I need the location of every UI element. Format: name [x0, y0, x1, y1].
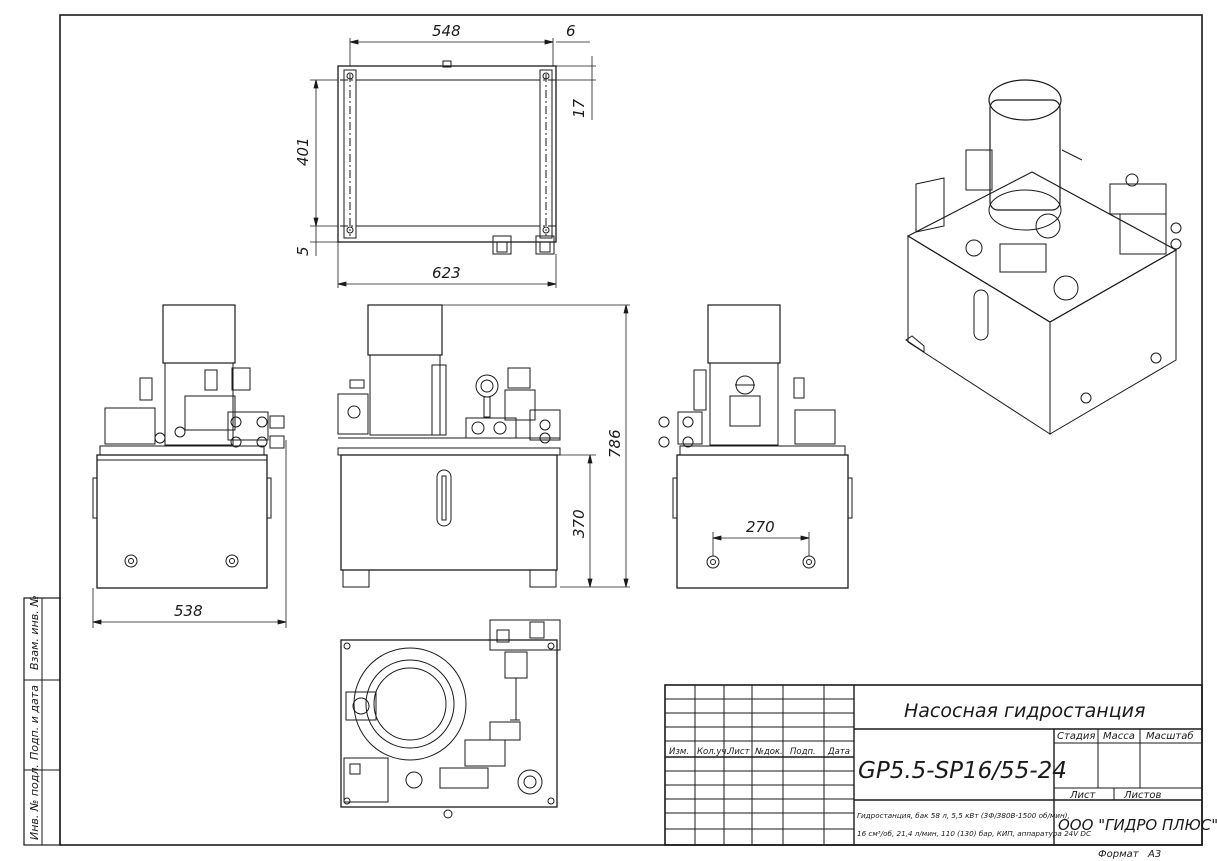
drawing-title: Насосная гидростанция: [904, 700, 1145, 722]
company-name: ООО "ГИДРО ПЛЮС": [1058, 816, 1217, 834]
dim-401: 401: [294, 137, 312, 166]
label-mass: Масса: [1103, 731, 1135, 742]
format-label-text: Формат: [1098, 849, 1140, 860]
title-block: Изм. Кол.уч. Лист №док. Подп. Дата Насос…: [664, 684, 1217, 846]
stamp-sign-date: Подп. и дата: [28, 685, 41, 760]
dim-6: 6: [566, 22, 576, 40]
description-line-2: 16 см³/об, 21,4 л/мин, 110 (130) бар, КИ…: [857, 829, 1091, 838]
drawing-frame: [59, 14, 1203, 846]
dim-5: 5: [294, 246, 312, 256]
rev-header-sign: Подп.: [790, 747, 816, 757]
dim-623: 623: [432, 264, 461, 282]
stamp-replace-inv: Взам. инв. №: [28, 595, 41, 670]
front-view-dimensions: 786 370: [442, 304, 630, 588]
stamp-inv-original: Инв. № подл.: [28, 764, 41, 840]
side-stamp-column: Взам. инв. № Подп. и дата Инв. № подл.: [23, 595, 61, 846]
right-side-view: [658, 304, 853, 589]
label-sheets: Листов: [1123, 790, 1161, 801]
format-label: Формат А3: [1098, 849, 1161, 860]
rev-header-date: Дата: [827, 747, 850, 757]
label-stage: Стадия: [1057, 731, 1095, 742]
dim-538: 538: [174, 602, 203, 620]
dim-786: 786: [606, 429, 624, 458]
front-view: [337, 304, 561, 588]
rev-header-kol: Кол.уч.: [697, 747, 729, 757]
right-side-dimensions: 270: [712, 518, 810, 556]
rev-header-izm: Изм.: [669, 747, 689, 757]
left-side-dimensions: 538: [92, 440, 287, 628]
drawing-designation: GP5.5-SP16/55-24: [858, 758, 1067, 784]
description-line-1: Гидростанция, бак 58 л, 5,5 кВт (3Ф/380В…: [857, 811, 1070, 820]
top-view: [337, 60, 557, 255]
isometric-view: [905, 79, 1182, 435]
plan-view: [340, 619, 561, 819]
dim-548: 548: [432, 22, 461, 40]
rev-header-list: Лист: [727, 747, 751, 757]
left-side-view: [92, 304, 285, 589]
dim-370: 370: [570, 509, 588, 538]
dim-270: 270: [746, 518, 775, 536]
label-sheet: Лист: [1069, 790, 1097, 801]
top-view-dimensions: 548 6 17 401 5 623: [294, 22, 596, 288]
label-scale: Масштаб: [1146, 730, 1194, 742]
format-value-text: А3: [1147, 849, 1161, 860]
rev-header-doc: №док.: [754, 747, 783, 757]
dim-17: 17: [570, 98, 588, 118]
